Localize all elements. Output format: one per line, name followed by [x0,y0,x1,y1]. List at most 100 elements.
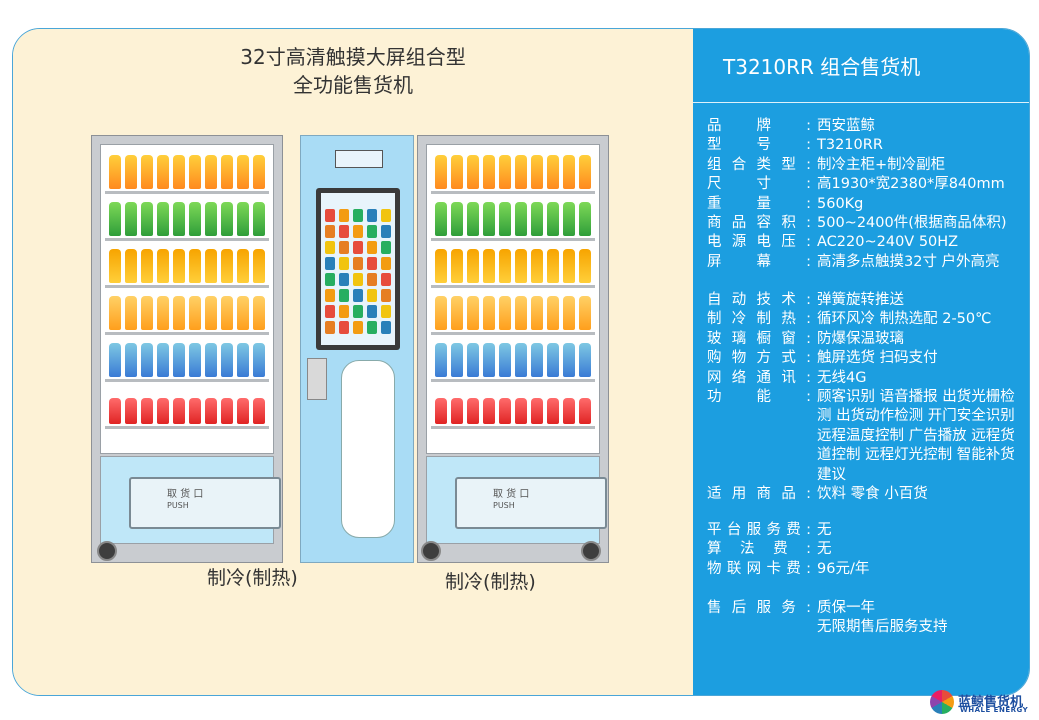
bottle-icon [499,296,511,330]
spec-row: 屏幕:高清多点触摸32寸 户外高亮 [707,253,1023,272]
bottle-icon [451,155,463,189]
screen-product-tile [339,273,349,286]
bottle-icon [483,343,495,377]
spec-row: 商品容积:500~2400件(根据商品体积) [707,214,1023,233]
bottle-icon [499,155,511,189]
bottle-icon [253,343,265,377]
product-shelf [431,339,595,382]
spec-row: 玻璃橱窗:防爆保温玻璃 [707,330,1023,349]
screen-product-tile [353,257,363,270]
screen-product-tile [325,257,335,270]
screen-product-tile [325,209,335,222]
spec-row: 功能:顾客识别 语音播报 出货光栅检测 出货动作检测 开门安全识别 远程温度控制… [707,388,1023,483]
shelf-rail [431,191,595,194]
bottle-icon [157,343,169,377]
bottle-icon [563,343,575,377]
screen-product-tile [339,225,349,238]
screen-product-tile [381,289,391,302]
wheel-icon [421,541,441,561]
spec-row: 制冷制热:循环风冷 制热选配 2-50℃ [707,310,1023,329]
bottle-icon [451,343,463,377]
shelf-rail [105,379,269,382]
spec-value: 循环风冷 制热选配 2-50℃ [817,311,992,328]
spec-row: 算法费:无 [707,540,1023,559]
bottle-icon [435,296,447,330]
spec-key: 购物方式: [707,350,811,367]
bottle-icon [189,398,201,424]
spec-row: 重量:560Kg [707,195,1023,214]
bottle-icon [221,155,233,189]
spec-value: 无限期售后服务支持 [817,619,948,636]
bottle-icon [531,343,543,377]
screen-product-tile [367,305,377,318]
bottle-icon [547,202,559,236]
spec-value: AC220~240V 50HZ [817,234,959,251]
bottle-icon [173,296,185,330]
spec-row: 型号:T3210RR [707,136,1023,155]
bottle-icon [579,202,591,236]
bottle-icon [205,296,217,330]
product-title-line2: 全功能售货机 [293,73,413,97]
spec-value: 防爆保温玻璃 [817,330,904,347]
screen-product-tile [325,241,335,254]
screen-product-tile [339,321,349,334]
bottle-icon [125,249,137,283]
bottle-icon [515,296,527,330]
bottle-icon [109,343,121,377]
screen-product-tile [339,305,349,318]
spec-row: 购物方式:触屏选货 扫码支付 [707,349,1023,368]
screen-product-tile [381,225,391,238]
right-cabinet-caption: 制冷(制热) [445,571,536,593]
bottle-icon [141,249,153,283]
left-pickup-door: 取 货 口 PUSH [129,477,281,529]
bottle-icon [467,202,479,236]
bottle-icon [189,249,201,283]
bottle-icon [173,249,185,283]
spec-key: 尺寸: [707,176,811,193]
shelf-rail [431,426,595,429]
bottle-icon [237,398,249,424]
bottle-icon [499,398,511,424]
screen-product-tile [339,289,349,302]
center-control-module [300,135,414,563]
bottle-icon [189,202,201,236]
bottle-icon [109,202,121,236]
bottle-icon [253,296,265,330]
right-cabinet-glass [426,144,600,454]
bottle-icon [109,249,121,283]
bottle-icon [435,202,447,236]
bottle-icon [579,296,591,330]
spec-key: 屏幕: [707,253,811,270]
bottle-icon [579,343,591,377]
bottle-icon [467,249,479,283]
shelf-rail [431,332,595,335]
spec-row: 组合类型:制冷主柜+制冷副柜 [707,156,1023,175]
screen-product-tile [381,273,391,286]
bottle-icon [189,343,201,377]
bottle-icon [237,249,249,283]
bottle-icon [221,343,233,377]
screen-product-tile [339,241,349,254]
spec-row: 尺寸:高1930*宽2380*厚840mm [707,175,1023,194]
bottle-icon [189,296,201,330]
spec-value: 500~2400件(根据商品体积) [817,215,1007,231]
spec-value: 制冷主柜+制冷副柜 [817,156,946,173]
bottle-icon [483,155,495,189]
bottle-icon [157,202,169,236]
spec-row: 物联网卡费:96元/年 [707,560,1023,579]
spec-key: 功能: [707,389,811,405]
screen-product-tile [367,289,377,302]
product-card: 32寸高清触摸大屏组合型 全功能售货机 取 货 口 PUSH [12,28,1030,696]
product-shelf [105,386,269,429]
spec-row: 平台服务费:无 [707,521,1023,540]
spec-row: 网络通讯:无线4G [707,369,1023,388]
bottle-icon [173,343,185,377]
product-image-area: 32寸高清触摸大屏组合型 全功能售货机 取 货 口 PUSH [13,29,693,695]
spec-key: 电源电压: [707,234,811,251]
bottle-icon [173,202,185,236]
bottle-icon [467,155,479,189]
product-shelf [431,386,595,429]
product-shelf [105,339,269,382]
bottle-icon [173,398,185,424]
